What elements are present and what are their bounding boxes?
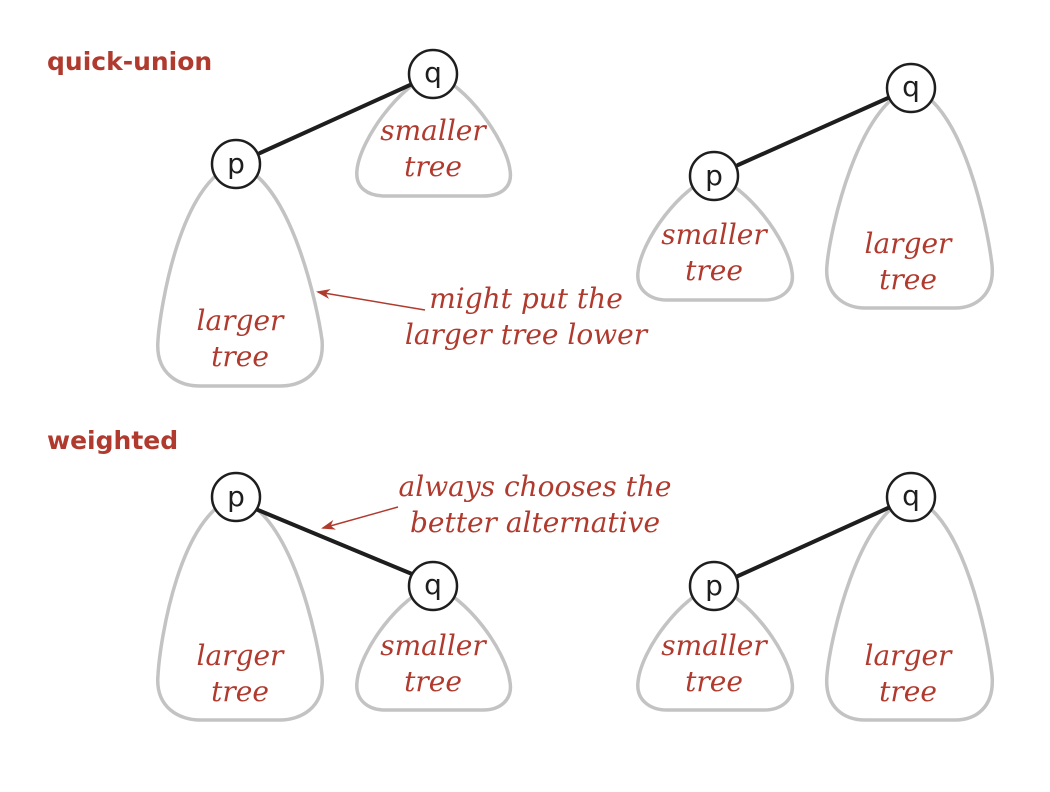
node-q: q (407, 560, 459, 612)
node-p-label: p (227, 480, 245, 513)
link-edge (736, 96, 890, 167)
node-q-label: q (902, 479, 920, 512)
smaller-tree-label-line2: tree (404, 150, 462, 183)
section-title-weighted: weighted (47, 426, 178, 455)
node-q-label: q (424, 568, 442, 601)
node-p: p (210, 138, 262, 190)
smaller-tree-label-line2: tree (685, 665, 743, 698)
larger-tree-label-line2: tree (879, 675, 937, 708)
smaller-tree-shape (355, 72, 513, 198)
link-edge (736, 506, 890, 578)
annotation-arrow-quick-union (316, 289, 426, 311)
qu-right-diagram: p q smaller tree larger tree (636, 62, 994, 310)
annotation-quick-union-line1: might put the (429, 282, 623, 315)
larger-tree-label-line2: tree (211, 340, 269, 373)
weighted-left-diagram: p q smaller tree larger tree (156, 471, 513, 722)
larger-tree-shape (156, 495, 324, 722)
node-p: p (210, 471, 262, 523)
larger-tree-shape (156, 162, 324, 388)
smaller-tree-shape (636, 584, 795, 712)
larger-tree-label-line2: tree (211, 675, 269, 708)
qu-left-diagram: p q smaller tree larger tree (156, 48, 513, 388)
node-p: p (688, 150, 740, 202)
annotation-weighted-line1: always chooses the (399, 470, 672, 503)
larger-tree-shape (825, 86, 994, 310)
larger-tree-shape (825, 495, 994, 722)
smaller-tree-label-line1: smaller (661, 629, 768, 662)
section-title-quick-union: quick-union (47, 47, 212, 76)
node-q-label: q (424, 56, 442, 89)
link-edge (256, 508, 414, 576)
annotation-weighted-line2: better alternative (410, 506, 660, 539)
larger-tree-label-line1: larger (865, 639, 954, 672)
smaller-tree-label-line2: tree (685, 254, 743, 287)
larger-tree-label-line1: larger (197, 304, 286, 337)
smaller-tree-label-line1: smaller (661, 218, 768, 251)
larger-tree-label-line1: larger (865, 227, 954, 260)
smaller-tree-label-line1: smaller (380, 114, 487, 147)
annotation-quick-union-line2: larger tree lower (405, 318, 649, 351)
node-p-label: p (705, 159, 723, 192)
larger-tree-label-line2: tree (879, 263, 937, 296)
smaller-tree-shape (636, 174, 795, 302)
node-q: q (885, 62, 937, 114)
smaller-tree-shape (355, 584, 513, 712)
node-q: q (885, 471, 937, 523)
node-p-label: p (227, 147, 245, 180)
node-q-label: q (902, 70, 920, 103)
weighted-right-diagram: p q smaller tree larger tree (636, 471, 994, 722)
node-p: p (688, 560, 740, 612)
node-q: q (407, 48, 459, 100)
smaller-tree-label-line1: smaller (380, 629, 487, 662)
link-edge (258, 83, 412, 155)
smaller-tree-label-line2: tree (404, 665, 462, 698)
larger-tree-label-line1: larger (197, 639, 286, 672)
node-p-label: p (705, 569, 723, 602)
annotation-arrow-weighted (321, 506, 399, 530)
